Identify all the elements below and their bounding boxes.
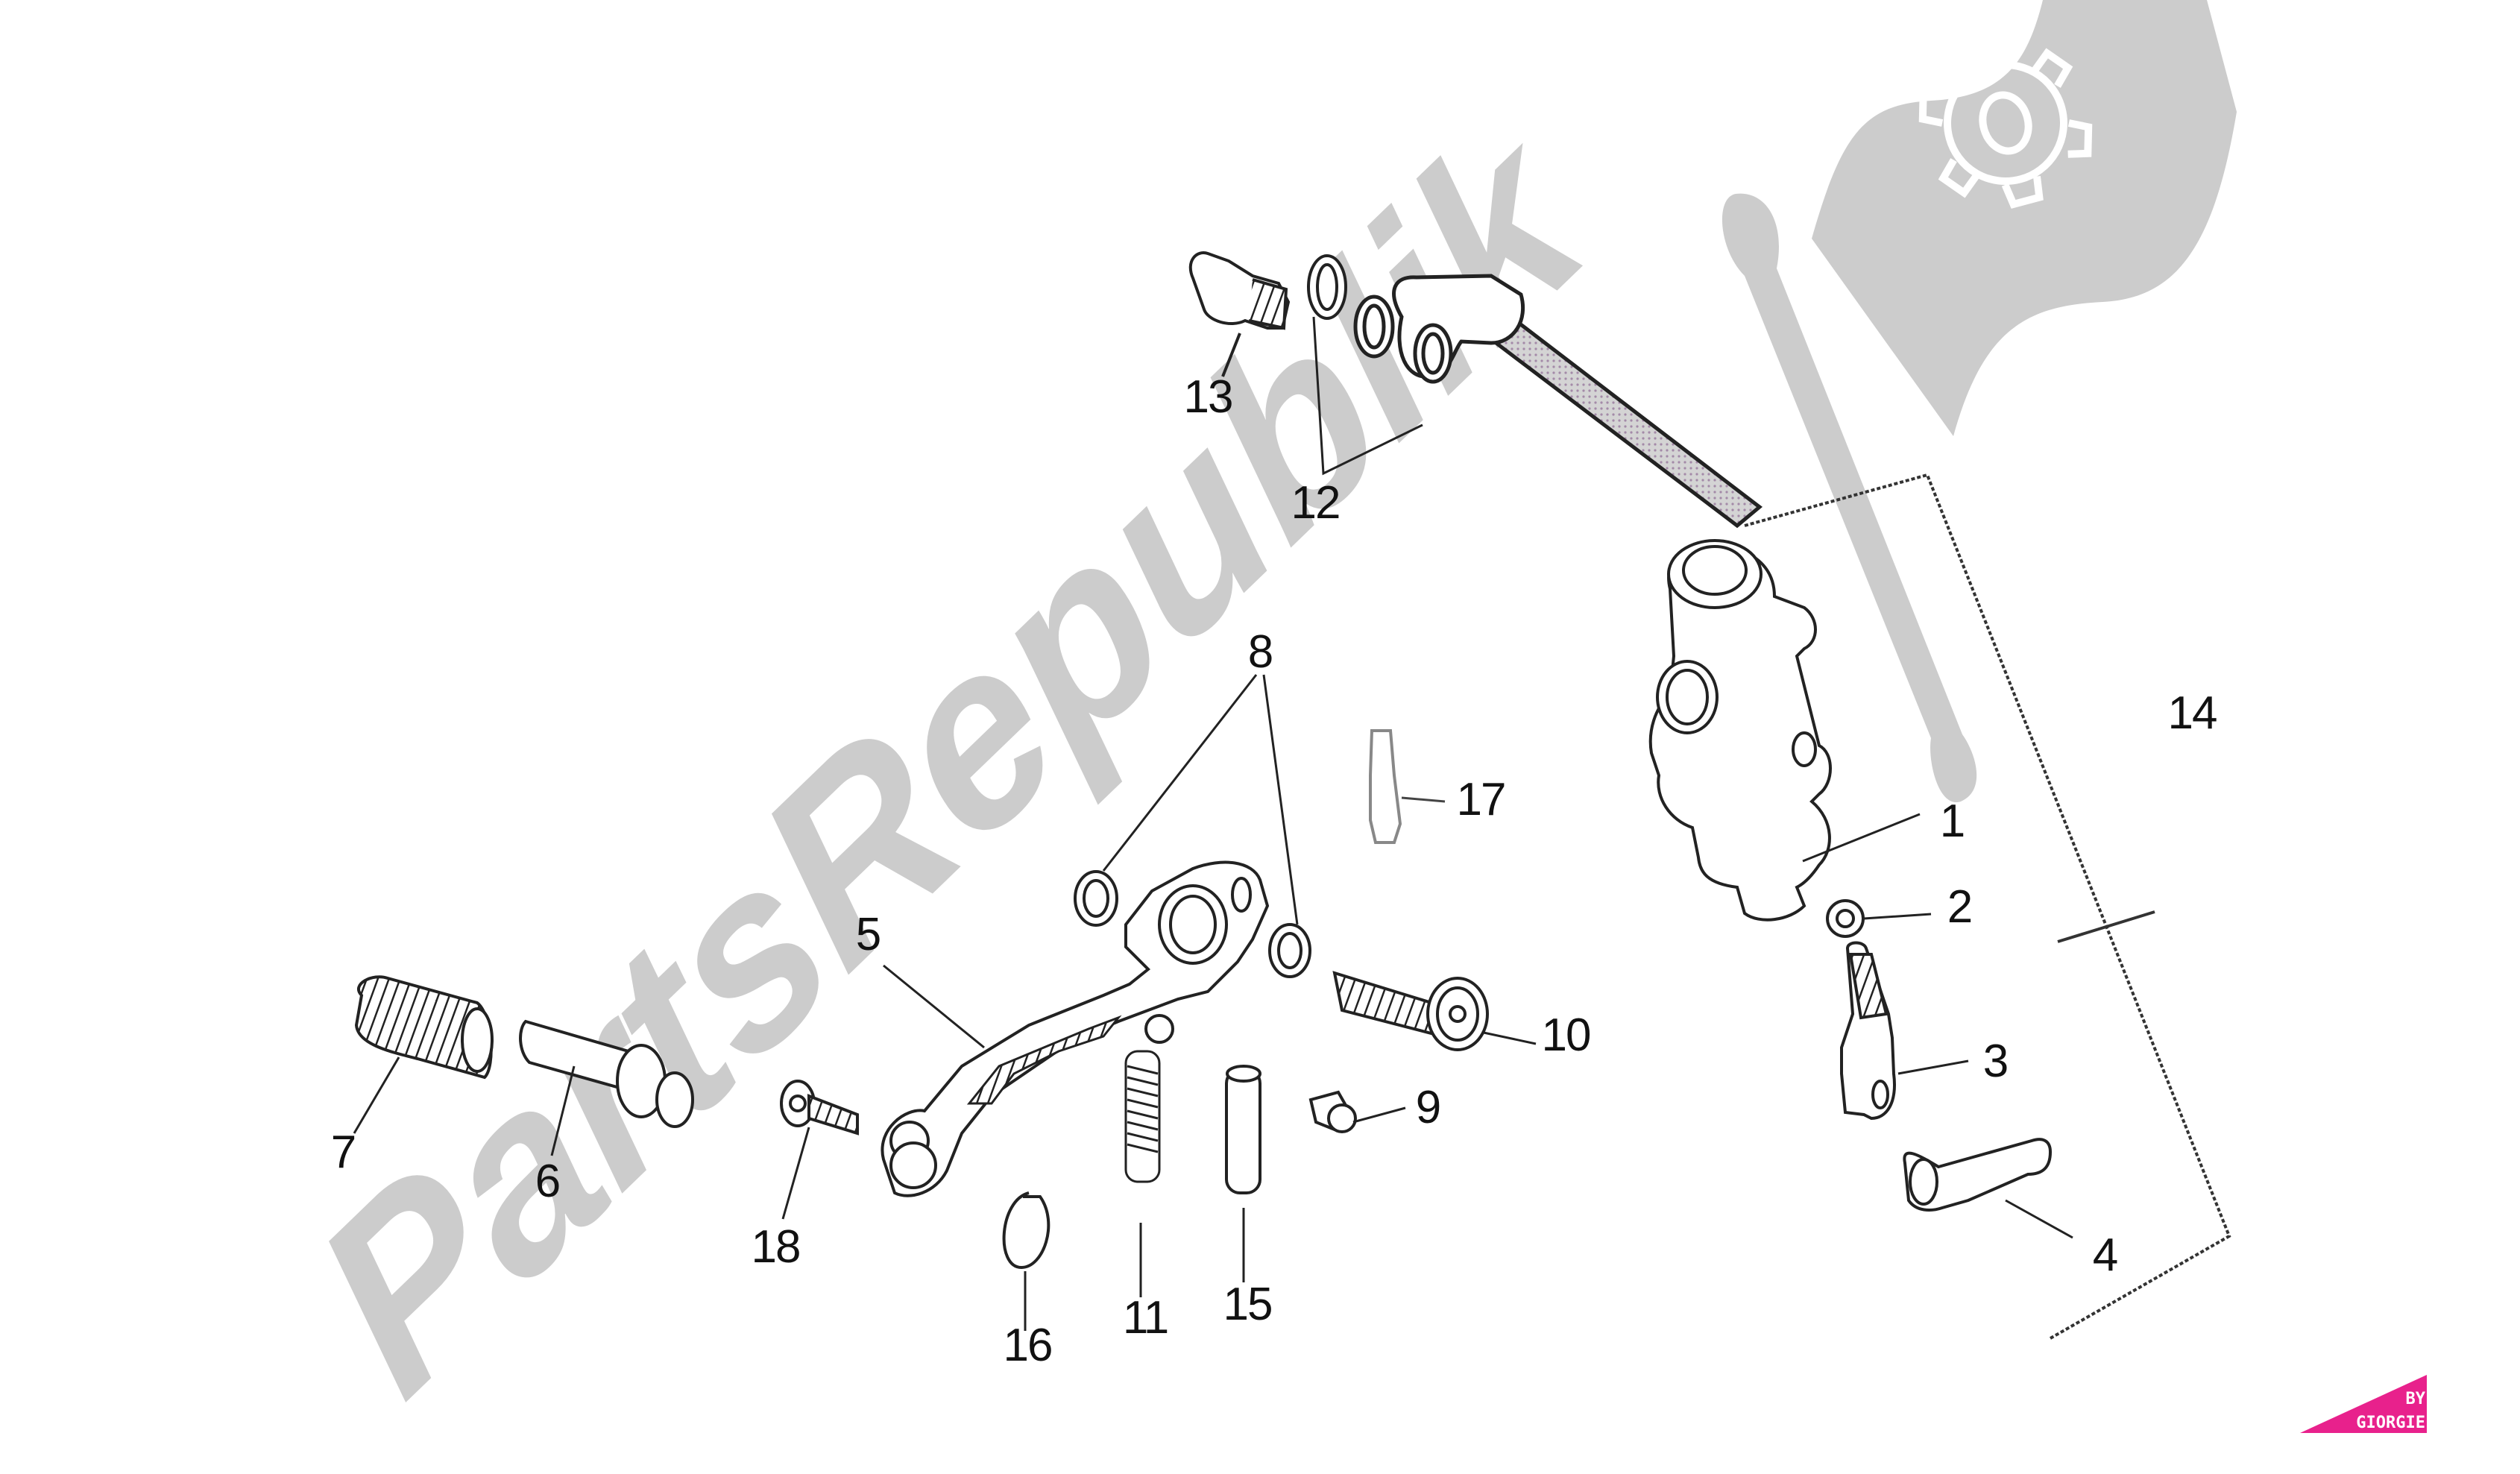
callout-15[interactable]: 15: [1223, 1279, 1273, 1330]
bushing-sleeve-part: [1225, 1065, 1261, 1282]
callout-16[interactable]: 16: [1003, 1320, 1053, 1371]
callout-1[interactable]: 1: [1939, 796, 1966, 847]
callout-4[interactable]: 4: [2092, 1229, 2119, 1281]
badge-line1: BY: [2405, 1390, 2426, 1408]
callout-12[interactable]: 12: [1291, 477, 1341, 529]
callout-7[interactable]: 7: [330, 1127, 357, 1178]
brake-pedal-part: [881, 860, 1270, 1197]
clevis-pin-part: [1903, 1138, 2073, 1239]
callout-17[interactable]: 17: [1456, 774, 1507, 825]
pivot-bolt-part: [1332, 971, 1537, 1051]
watermark-text: PartsRepublik: [271, 66, 1634, 1449]
callout-3[interactable]: 3: [1982, 1036, 2009, 1087]
callout-14[interactable]: 14: [2167, 687, 2218, 739]
footpeg-rubber-part: [353, 975, 494, 1134]
small-screw-part: [1308, 1090, 1406, 1133]
callout-6[interactable]: 6: [535, 1156, 561, 1207]
brake-hose: [1353, 274, 1763, 529]
nut-part: [1826, 899, 1932, 938]
brand-badge: BY GIORGIE: [2300, 1375, 2427, 1433]
stop-bolt-part: [1369, 729, 1446, 844]
callout-9[interactable]: 9: [1415, 1082, 1442, 1133]
watermark: PartsRepublik: [271, 0, 2237, 1449]
sealing-washer-part: [1307, 254, 1347, 320]
badge-triangle-icon: [2300, 1375, 2427, 1433]
callout-10[interactable]: 10: [1541, 1010, 1592, 1061]
banjo-bolt-part: [1188, 251, 1291, 377]
footpeg-shaft-part: [519, 1019, 694, 1156]
callout-18[interactable]: 18: [751, 1221, 801, 1273]
push-rod-clevis-part: [1840, 941, 1969, 1121]
callout-2[interactable]: 2: [1947, 881, 1974, 933]
callout-13[interactable]: 13: [1183, 371, 1234, 423]
master-cylinder-part: [1648, 539, 1921, 922]
badge-line2: GIORGIE: [2356, 1414, 2425, 1432]
pedal-washer-part: [1074, 674, 1311, 978]
callout-11[interactable]: 11: [1122, 1292, 1169, 1344]
callout-5[interactable]: 5: [855, 909, 882, 960]
pedal-bolt-part: [780, 1080, 859, 1220]
callout-8[interactable]: 8: [1247, 626, 1274, 678]
circlip-part: [1002, 1191, 1050, 1331]
assembly-bracket: [1744, 473, 2231, 1340]
return-spring-part: [1124, 1050, 1161, 1297]
callout-leader-12: [1312, 316, 1423, 476]
